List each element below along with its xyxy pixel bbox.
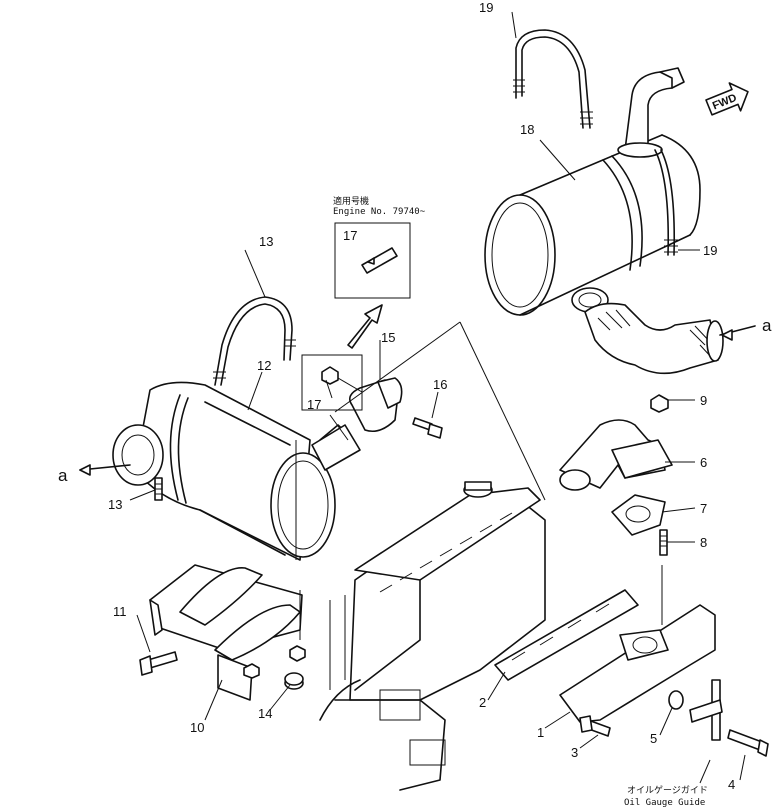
callout-16: 16 (433, 377, 447, 392)
callout-5: 5 (650, 731, 657, 746)
leader-lines (79, 11, 756, 784)
callout-12: 12 (257, 358, 271, 373)
callout-2: 2 (479, 695, 486, 710)
callout-9: 9 (700, 393, 707, 408)
arrow-to-inset (347, 304, 383, 349)
exhaust-stub (311, 424, 361, 471)
bracket-10 (149, 564, 303, 701)
bolt-11 (139, 651, 178, 676)
callout-15: 15 (381, 330, 395, 345)
callout-17-nut: 17 (307, 397, 321, 412)
bolt-3 (579, 715, 611, 737)
callout-4: 4 (728, 777, 735, 792)
u-bolt-13-top (213, 296, 296, 386)
u-bolt-13-lower (154, 477, 163, 501)
oil-gauge-guide-note: オイルゲージガイド Oil Gauge Guide (624, 784, 708, 808)
callout-19-top: 19 (479, 0, 493, 15)
callout-17-plate: 17 (343, 228, 357, 243)
oil-gauge-guide-bracket (689, 679, 723, 741)
u-bolt-19-right (654, 149, 678, 256)
inset-box-plate-17 (334, 222, 411, 299)
callout-1: 1 (537, 725, 544, 740)
engine-block (319, 481, 546, 791)
serial-note-en: Engine No. 79740~ (333, 207, 426, 217)
callout-10: 10 (190, 720, 204, 735)
elbow-6 (559, 419, 673, 491)
washer-5 (668, 690, 684, 710)
serial-note: 適用号機 Engine No. 79740~ (333, 195, 426, 217)
nut-bracket (243, 645, 306, 679)
muffler-12 (112, 381, 353, 561)
connection-mark-left: a (58, 466, 68, 485)
callout-6: 6 (700, 455, 707, 470)
oil-gauge-note-en: Oil Gauge Guide (624, 798, 705, 808)
stud-8 (659, 529, 668, 556)
callout-13-top: 13 (259, 234, 273, 249)
connection-mark-right: a (762, 316, 772, 335)
forward-direction-tag: FWD (705, 82, 749, 116)
oil-gauge-note-jp: オイルゲージガイド (627, 784, 708, 796)
bolt-4 (727, 729, 769, 757)
callout-14: 14 (258, 706, 272, 721)
muffler-18 (484, 67, 701, 316)
washer-14 (284, 672, 304, 690)
callout-3: 3 (571, 745, 578, 760)
callout-11: 11 (113, 604, 127, 619)
callout-7: 7 (700, 501, 707, 516)
flex-tube-elbow-right (584, 302, 724, 375)
callout-numbers: 19 18 19 13 12 13 15 17 17 16 9 6 7 8 11… (58, 0, 772, 792)
nut-9 (650, 394, 669, 413)
inset-box-nut-17 (301, 354, 363, 411)
u-bolt-19-top (513, 29, 593, 129)
serial-note-jp: 適用号機 (333, 195, 369, 207)
bolt-16 (412, 417, 443, 439)
callout-8: 8 (700, 535, 707, 550)
callout-13-lower: 13 (108, 497, 122, 512)
exhaust-manifold-1 (559, 604, 716, 723)
gasket-7 (611, 494, 666, 536)
callout-18: 18 (520, 122, 534, 137)
callout-19-right: 19 (703, 243, 717, 258)
clamp-15 (349, 377, 403, 433)
